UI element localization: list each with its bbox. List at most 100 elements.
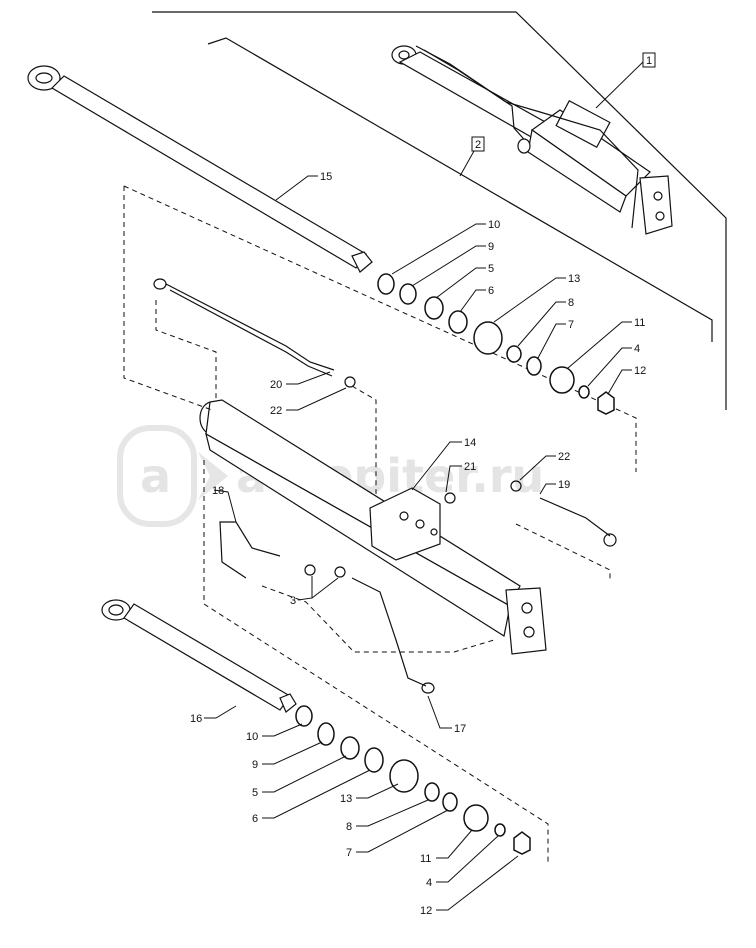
rod-15-eye-hole — [35, 72, 53, 84]
dash-bottom-path — [203, 460, 549, 864]
rod-16-shaft — [123, 603, 291, 711]
callout-9-upper: 9 — [488, 241, 494, 253]
pipe-17 — [351, 577, 427, 687]
ref-box-2-frame — [471, 136, 485, 152]
rod-16-eye-hole — [108, 604, 124, 616]
leader-19 — [539, 483, 556, 495]
leader-4a — [587, 347, 632, 387]
leader-18 — [213, 489, 237, 523]
elbow-20 — [153, 278, 167, 290]
leader-9b — [262, 741, 323, 765]
leader-12b — [436, 855, 519, 911]
assembled-cylinder-illustration — [391, 45, 673, 235]
pipe-20-inner — [169, 289, 333, 377]
callout-20: 20 — [270, 379, 282, 391]
ref-box-2: 2 — [459, 136, 485, 177]
assembled-pipe-b — [423, 49, 531, 147]
ref-box-1-label: 1 — [646, 55, 652, 67]
assembled-rod — [398, 51, 558, 143]
callout-13-lower: 13 — [340, 793, 352, 805]
cylinder-barrel — [199, 399, 547, 655]
assembled-cap-hole-2 — [655, 211, 665, 221]
port-block-hole-1 — [399, 511, 409, 521]
callout-12-upper: 12 — [634, 365, 646, 377]
callout-19: 19 — [558, 479, 570, 491]
leader-3b — [311, 577, 339, 599]
ref-box-2-label: 2 — [475, 139, 481, 151]
elbow-19 — [603, 533, 617, 547]
callout-15: 15 — [320, 171, 332, 183]
leader-8b — [356, 799, 429, 827]
ring-8-upper — [506, 345, 522, 363]
callout-16: 16 — [190, 713, 202, 725]
callout-10-lower: 10 — [246, 731, 258, 743]
assembly-dashed-lines — [123, 185, 637, 864]
callout-6-upper: 6 — [488, 285, 494, 297]
assembled-cap-hole-1 — [653, 191, 663, 201]
nut-12-lower — [513, 831, 531, 855]
callout-18: 18 — [212, 485, 224, 497]
callout-9-lower: 9 — [252, 759, 258, 771]
callout-17: 17 — [454, 723, 466, 735]
piston-rod-15 — [27, 65, 373, 273]
piston-13-upper — [473, 321, 503, 355]
leader-10b — [262, 723, 303, 737]
barrel-end-cap — [505, 587, 547, 655]
callout-21: 21 — [464, 461, 476, 473]
ring-8-lower — [424, 782, 440, 802]
dash-right-path — [515, 523, 611, 580]
leader-17 — [427, 695, 452, 729]
callout-6-lower: 6 — [252, 813, 258, 825]
callout-13-upper: 13 — [568, 273, 580, 285]
leader-22a — [286, 387, 347, 411]
frame-lines — [152, 11, 727, 410]
fitting-3-b — [334, 566, 346, 578]
leader-21 — [445, 465, 462, 493]
leader-14 — [411, 441, 462, 491]
leader-5b — [262, 755, 347, 793]
callout-5-upper: 5 — [488, 263, 494, 275]
assembled-fitting — [517, 138, 531, 154]
ring-4-lower — [494, 823, 506, 837]
pipe-20 — [165, 283, 335, 371]
leader-20 — [286, 371, 331, 385]
leader-15 — [275, 175, 318, 201]
ring-10-upper — [377, 273, 395, 295]
frame-line-outer — [152, 11, 727, 410]
barrel-body — [205, 399, 521, 607]
ref-box-1-frame — [642, 52, 656, 68]
leader-7b — [356, 809, 449, 853]
ref-box-2-leader — [459, 150, 475, 177]
dash-lower-mid — [261, 585, 495, 653]
ring-9-upper — [399, 283, 417, 305]
callout-22-right: 22 — [558, 451, 570, 463]
leader-9a — [411, 245, 486, 287]
callout-8-lower: 8 — [346, 821, 352, 833]
piston-13-lower — [389, 759, 419, 793]
seal-set-upper — [377, 273, 615, 415]
leader-11b — [436, 829, 473, 859]
leader-5a — [435, 267, 486, 299]
assembled-block — [555, 100, 611, 148]
leader-13a — [493, 277, 566, 323]
watermark-logo-glyph: a — [140, 449, 171, 503]
leader-4b — [436, 835, 499, 883]
piston-rod-16 — [101, 599, 297, 713]
leader-8a — [517, 301, 566, 347]
ring-5-lower — [340, 736, 360, 760]
frame-line-inner — [207, 37, 713, 342]
callout-12-lower: 12 — [420, 905, 432, 917]
ref-box-1-leader — [595, 61, 644, 109]
leader-16 — [204, 705, 237, 719]
ring-10-lower — [295, 705, 313, 727]
ring-9-lower — [317, 722, 335, 746]
leader-13b — [356, 783, 399, 799]
callout-5-lower: 5 — [252, 787, 258, 799]
ring-6-lower — [364, 747, 384, 773]
leader-3 — [297, 576, 313, 601]
ring-7-lower — [442, 792, 458, 812]
callout-4-lower: 4 — [426, 877, 432, 889]
end-cap-hole-2 — [523, 626, 535, 638]
callout-labels: 15 10 9 5 6 13 8 7 11 4 12 20 22 14 21 2… — [190, 171, 646, 917]
callout-7-lower: 7 — [346, 847, 352, 859]
